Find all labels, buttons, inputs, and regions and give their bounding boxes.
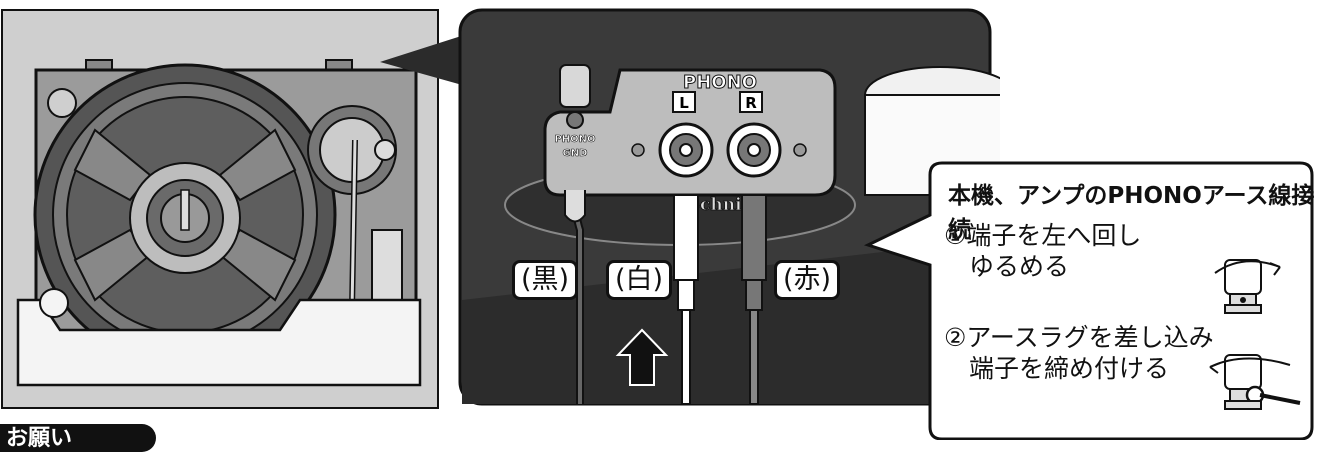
left-channel-label: L [679,94,689,112]
brand-label: Technics [679,195,762,215]
callout-step-1: ①端子を左へ回し ゆるめる [944,221,1142,282]
notice-badge: お願い [0,424,156,452]
phono-label: PHONO [683,72,757,93]
callout-title: 本機、アンプのPHONOアース線接続 [948,183,1315,243]
turntable-illustration [1,9,439,409]
tighten-knob-icon [1209,354,1301,410]
instruction-callout [863,161,1314,440]
black-cable-label: (黒) [512,260,579,300]
loosen-knob-icon [1214,259,1281,314]
phono-terminal-closeup: PHONO L R PHONO GND Technics [380,8,1000,406]
callout-step-2: ②アースラグを差し込み 端子を締め付ける [944,323,1214,384]
phono-gnd-label-top: PHONO [554,134,595,145]
red-cable-label: (赤) [774,260,841,300]
phono-gnd-label-bottom: GND [563,148,588,159]
white-cable-label: (白) [606,260,673,300]
right-channel-label: R [745,94,757,112]
